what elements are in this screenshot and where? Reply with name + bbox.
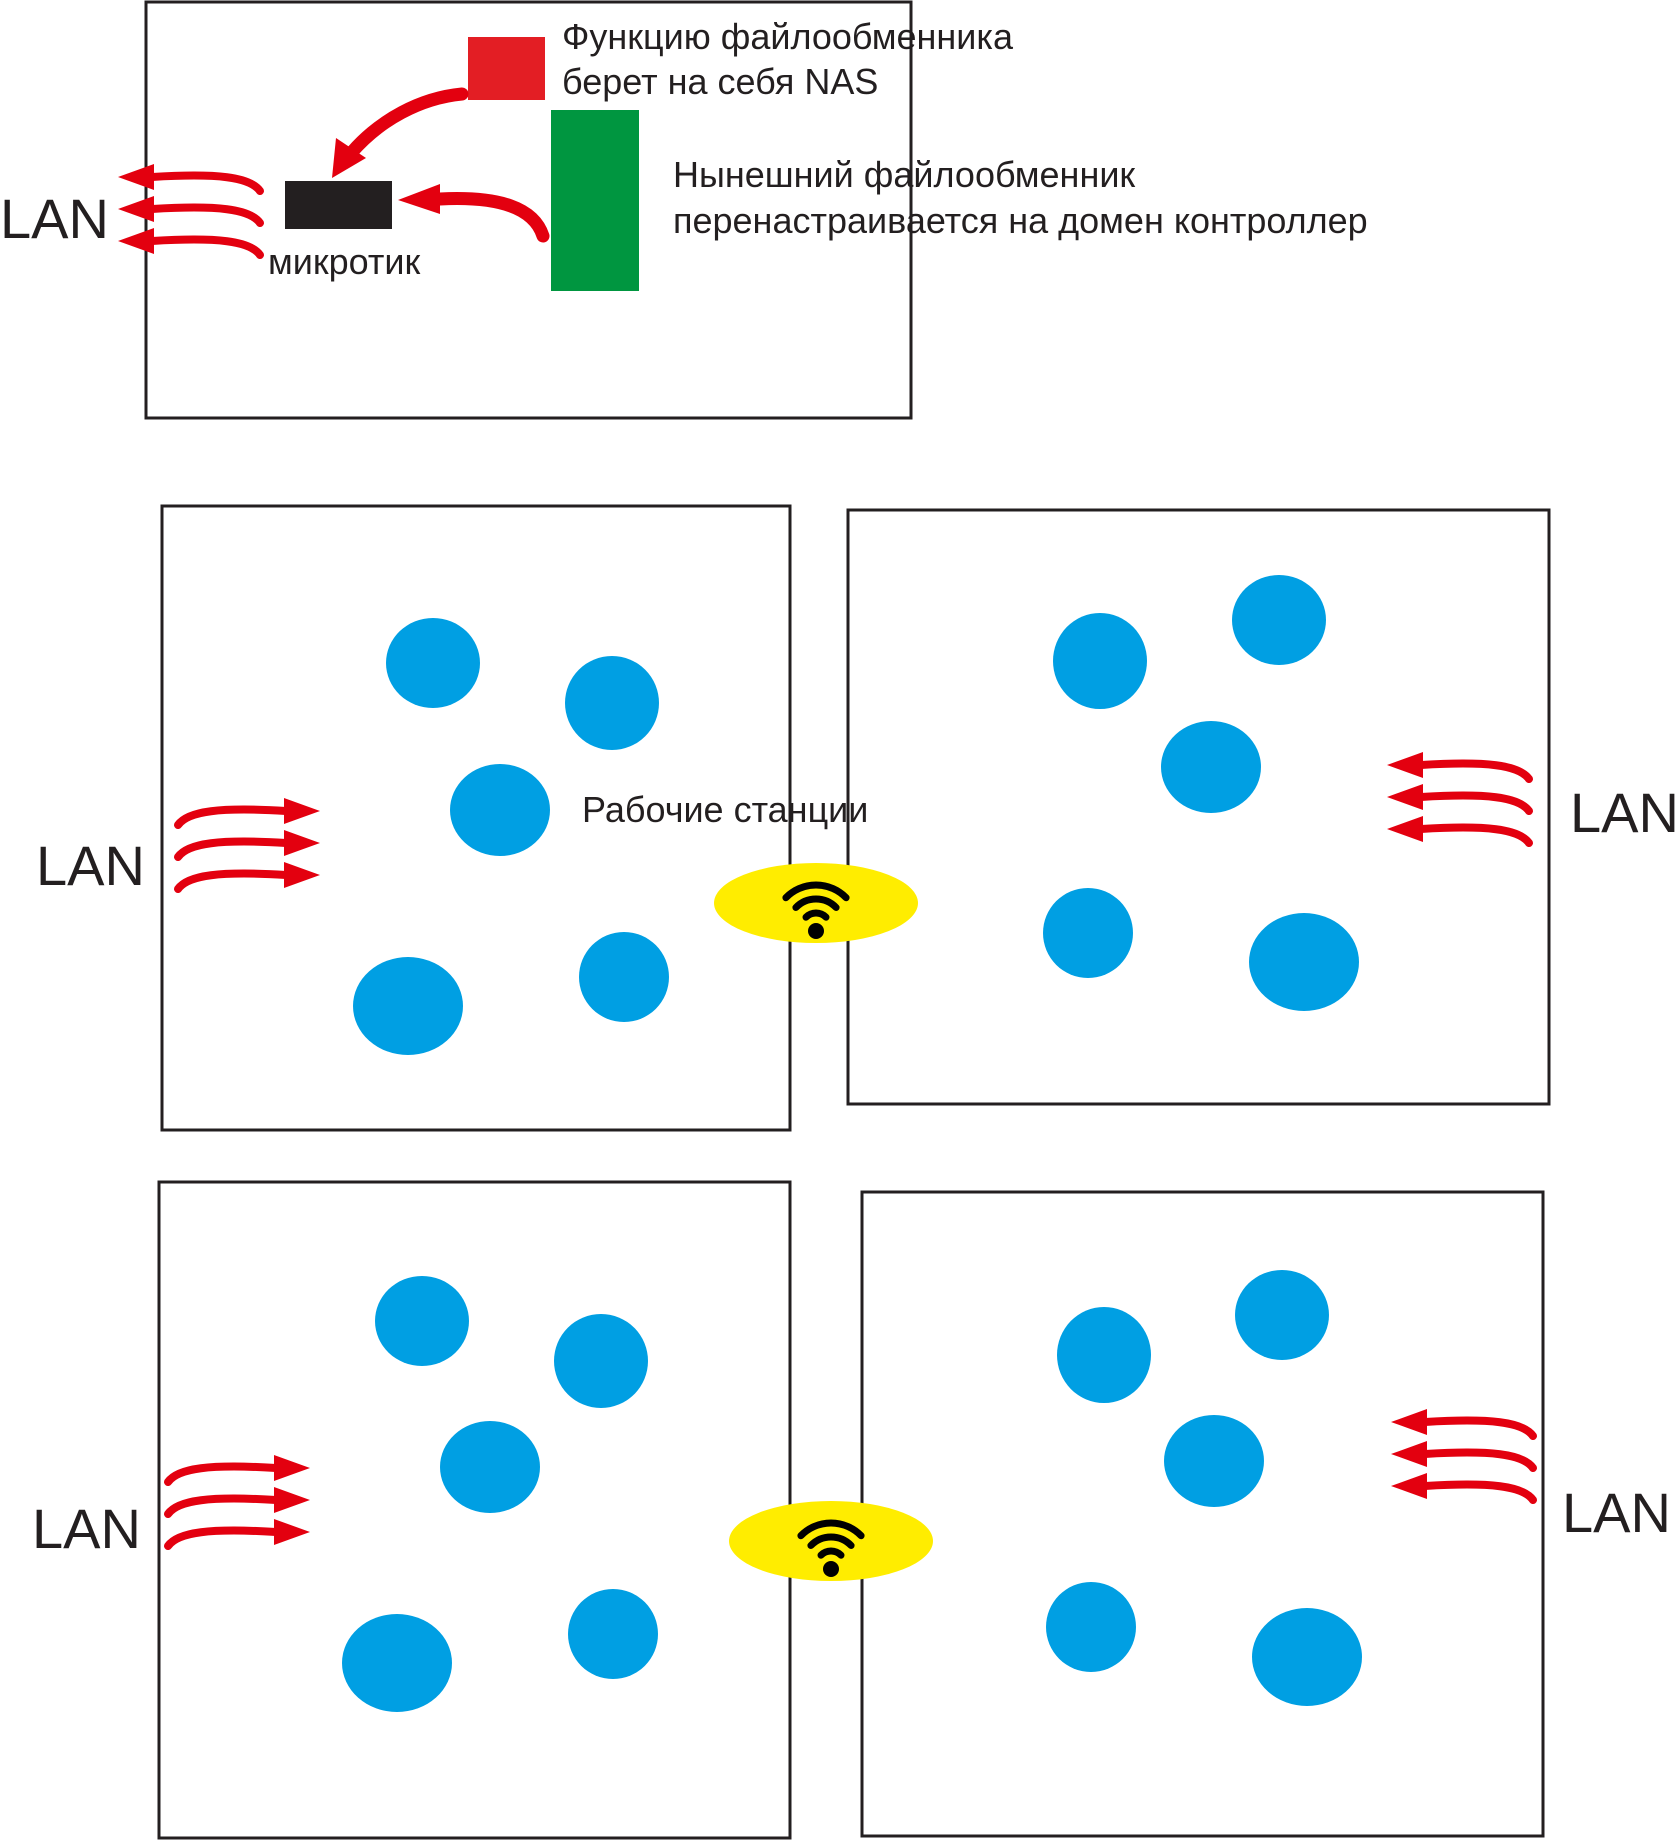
lan-arrow-line [1417,791,1533,815]
workstation [1235,1270,1329,1360]
lan-arrow-head [284,862,320,888]
lan-label-mid-left: LAN [36,834,145,897]
lan-arrow-line [164,1462,280,1486]
nas-caption-line1: Функцию файлообменника [562,16,1014,57]
lan-arrow-head [274,1455,310,1481]
lan-arrow-head [1387,784,1423,810]
wifi-dot [808,923,824,939]
workstation [1161,721,1261,813]
lan-arrow-line [1421,1448,1537,1472]
workstations-caption: Рабочие станции [582,789,868,830]
lan-arrow-line [148,235,264,259]
workstation [1232,575,1326,665]
lan-arrows-icon [164,1455,310,1550]
router-device [285,181,392,229]
lan-arrows-icon [1391,1409,1537,1504]
lan-arrow-head [1387,752,1423,778]
lan-arrow-line [1421,1416,1537,1440]
workstation [375,1276,469,1366]
room-bottom-right-box [860,1190,1545,1838]
room-mid-left-box [160,504,792,1132]
lan-arrow-head [284,830,320,856]
lan-arrow-head [284,798,320,824]
wifi-icon [797,1519,865,1577]
lan-arrow-line [1421,1480,1537,1504]
lan-arrow-line [148,203,264,227]
lan-arrow-line [164,1494,280,1518]
lan-arrow-head [1391,1409,1427,1435]
workstation [1252,1608,1362,1706]
wifi-access-point [729,1501,933,1581]
workstation-group-mid-right [1043,575,1359,1011]
lan-arrow-head [1391,1441,1427,1467]
curved-arrow-icon [332,87,469,178]
server-caption-line1: Нынешний файлообменник [673,154,1135,195]
wifi-arc [797,1519,865,1540]
workstation [342,1614,452,1712]
wifi-arc [802,909,830,921]
lan-arrow-head [118,228,154,254]
lan-arrow-head [274,1487,310,1513]
nas-device [468,37,545,100]
wifi-access-point [714,863,918,943]
server-caption-line2: перенастраивается на домен контроллер [673,200,1368,241]
workstation [565,656,659,750]
lan-arrow-line [174,805,290,829]
room-mid-right-box [846,508,1551,1106]
lan-label-bottom-left: LAN [32,1497,141,1560]
workstation-group-mid-left [353,618,669,1055]
wifi-arc [782,881,850,902]
wifi-arc [807,1533,855,1549]
lan-arrow-line [174,837,290,861]
wifi-dot [823,1561,839,1577]
nas-caption-line2: берет на себя NAS [562,61,878,102]
workstation [579,932,669,1022]
workstation [568,1589,658,1679]
lan-arrow-line [1417,823,1533,847]
workstation [554,1314,648,1408]
workstation [440,1421,540,1513]
workstation-group-bottom-right [1046,1270,1362,1706]
lan-arrows-icon [1387,752,1533,847]
curved-arrow-icon [398,184,550,243]
lan-arrows-icon [174,798,320,893]
lan-label-server-room: LAN [0,187,109,250]
lan-arrows-icon [118,164,264,259]
workstation [353,957,463,1055]
lan-arrow-head [118,164,154,190]
workstation [1053,613,1147,709]
lan-label-bottom-right: LAN [1562,1481,1671,1544]
lan-arrow-line [148,171,264,195]
lan-arrow-line [1417,759,1533,783]
wifi-arc [792,895,840,911]
lan-arrow-head [1391,1473,1427,1499]
router-caption: микротик [268,241,420,282]
lan-arrow-head [118,196,154,222]
lan-arrow-line [174,869,290,893]
workstation [1046,1582,1136,1672]
wifi-arc [817,1547,845,1559]
workstation [1164,1415,1264,1507]
workstation [386,618,480,708]
lan-arrow-line [164,1526,280,1550]
workstation [1249,913,1359,1011]
file-server-device [551,110,639,291]
wifi-icon [782,881,850,939]
workstation [1057,1307,1151,1403]
lan-arrow-head [1387,816,1423,842]
workstation [1043,888,1133,978]
lan-label-mid-right: LAN [1570,781,1679,844]
lan-arrow-head [274,1519,310,1545]
workstation-group-bottom-left [342,1276,658,1712]
workstation [450,764,550,856]
